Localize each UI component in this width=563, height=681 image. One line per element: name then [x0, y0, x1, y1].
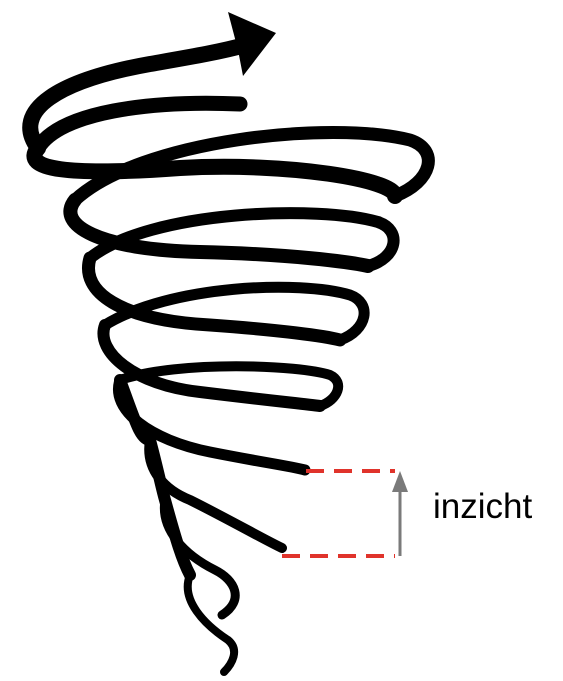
measurement-guides [282, 471, 395, 556]
up-arrow-icon [392, 471, 408, 556]
inzicht-label: inzicht [433, 489, 532, 524]
up-arrow-head [392, 471, 408, 492]
spiral-front-arcs [34, 148, 395, 672]
spiral-connector-left [120, 380, 190, 575]
spiral-front-arc-8 [188, 575, 234, 672]
spiral-front-arc-3 [89, 258, 341, 340]
